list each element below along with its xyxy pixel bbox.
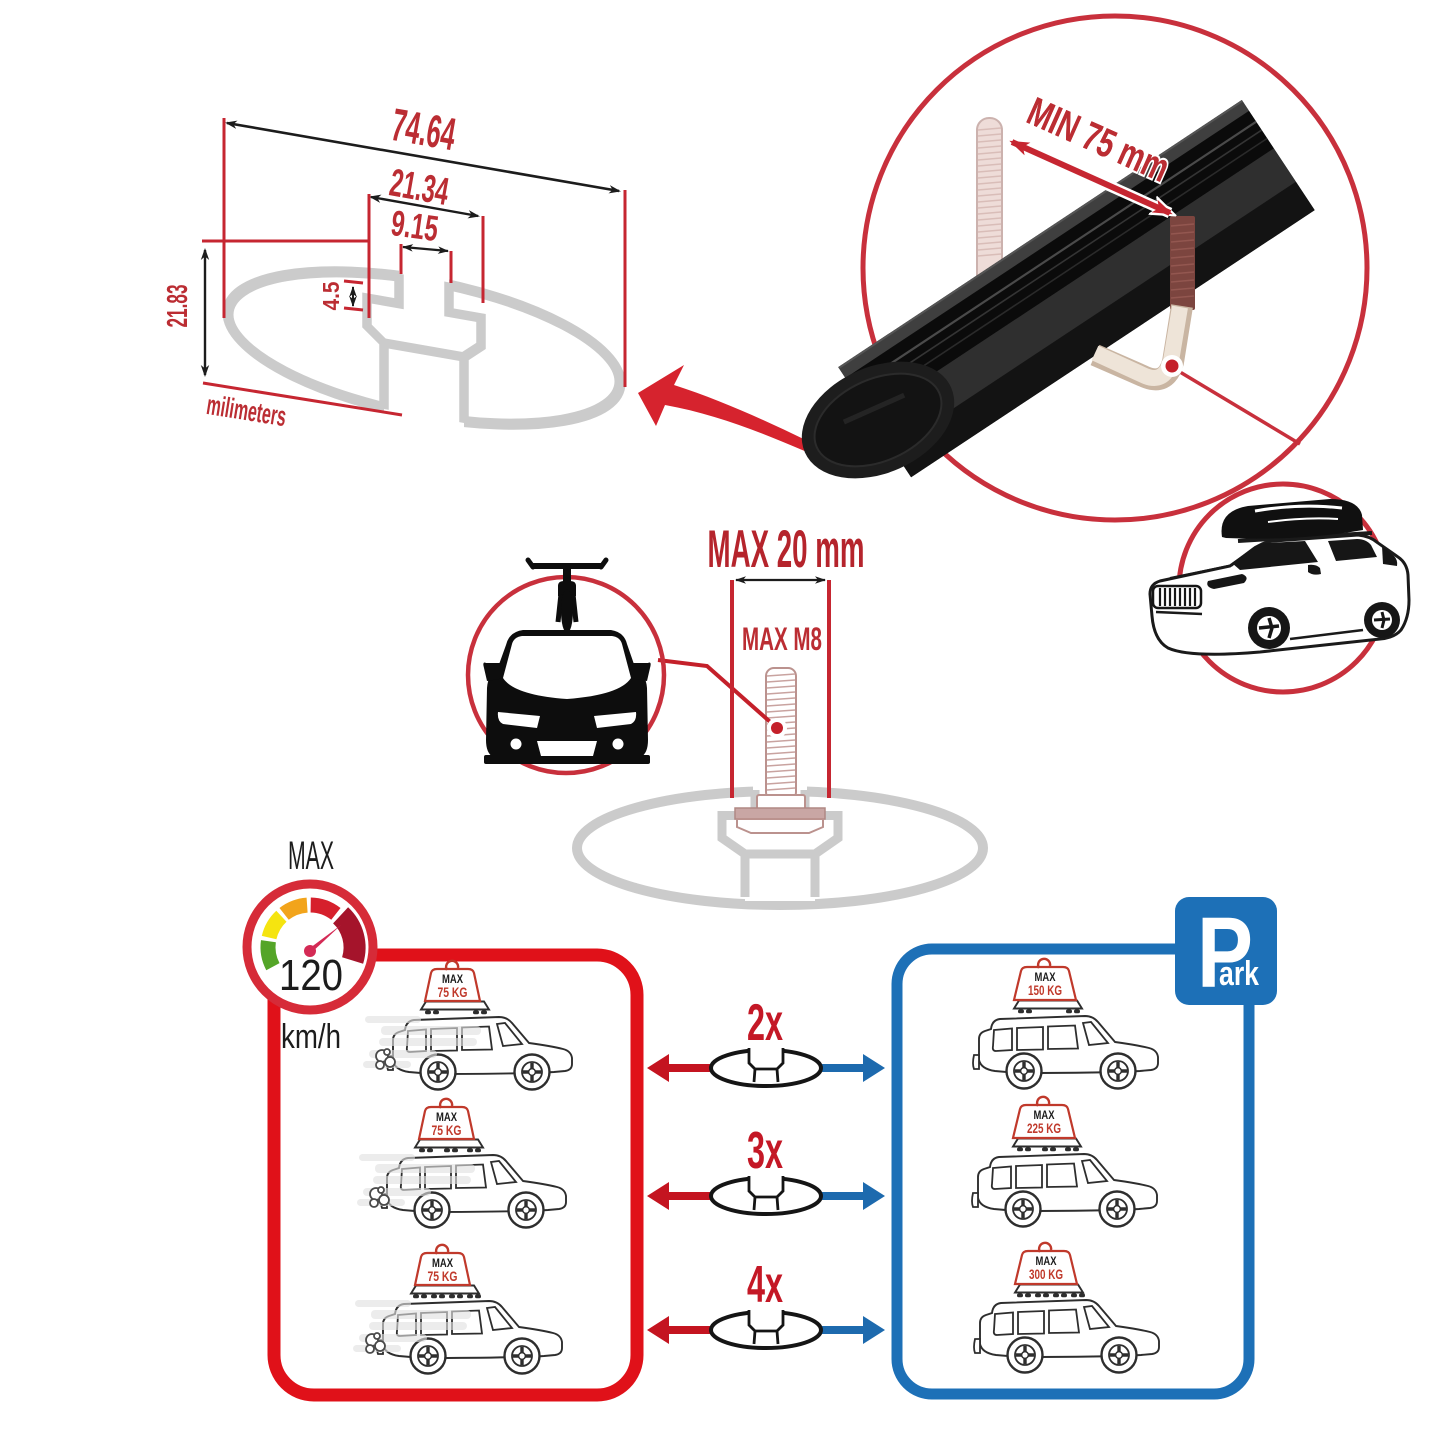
svg-text:ark: ark <box>1219 955 1259 993</box>
svg-text:MAX M8: MAX M8 <box>742 621 822 657</box>
svg-text:21.34: 21.34 <box>386 161 452 214</box>
svg-text:21.83: 21.83 <box>162 285 194 328</box>
svg-text:4.5: 4.5 <box>318 281 344 310</box>
svg-text:9.15: 9.15 <box>389 202 441 249</box>
svg-text:74.64: 74.64 <box>388 98 460 160</box>
svg-text:75 KG: 75 KG <box>428 1268 458 1284</box>
svg-text:MAX: MAX <box>436 1112 457 1124</box>
svg-text:MAX: MAX <box>432 1258 453 1270</box>
svg-text:120: 120 <box>279 951 343 1000</box>
svg-text:225 KG: 225 KG <box>1027 1120 1061 1136</box>
svg-text:75 KG: 75 KG <box>438 984 468 1000</box>
svg-text:300 KG: 300 KG <box>1029 1266 1063 1282</box>
svg-text:MAX: MAX <box>288 834 334 878</box>
svg-text:MAX: MAX <box>1035 972 1056 984</box>
svg-text:MAX: MAX <box>1036 1256 1057 1268</box>
svg-text:4x: 4x <box>747 1256 783 1314</box>
svg-text:3x: 3x <box>747 1122 783 1180</box>
svg-text:MAX: MAX <box>1034 1110 1055 1122</box>
svg-text:km/h: km/h <box>281 1018 341 1056</box>
svg-text:P: P <box>1197 897 1253 1009</box>
svg-text:MAX: MAX <box>442 974 463 986</box>
svg-text:150 KG: 150 KG <box>1028 982 1062 998</box>
svg-text:2x: 2x <box>747 994 783 1052</box>
svg-text:75 KG: 75 KG <box>432 1122 462 1138</box>
svg-text:MAX 20 mm: MAX 20 mm <box>708 520 865 579</box>
